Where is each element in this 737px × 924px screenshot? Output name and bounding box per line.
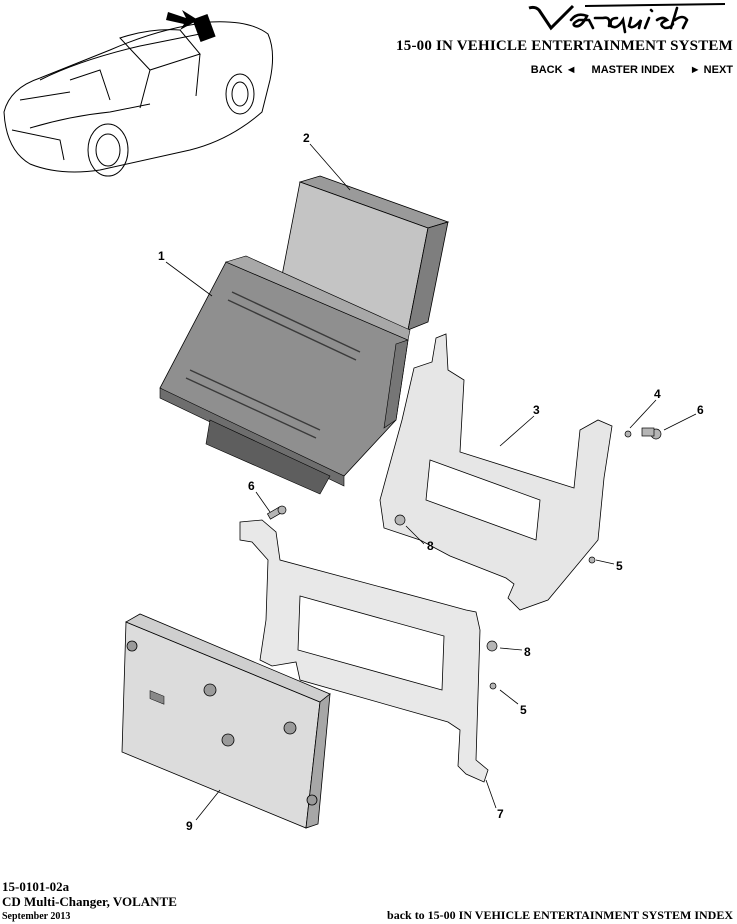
back-link[interactable]: BACK ◄ [530, 64, 577, 76]
callout-7: 7 [497, 807, 504, 821]
car-thumbnail [3, 21, 274, 177]
part-code: 15-0101-02a [2, 879, 70, 894]
middle-bracket [239, 519, 489, 783]
system-title: 15-00 IN VEHICLE ENTERTAINMENT SYSTEM [396, 38, 733, 54]
callout-5-lower: 5 [520, 703, 527, 717]
callout-8-upper: 8 [427, 539, 434, 553]
part-1-cd-changer-unit [159, 255, 411, 495]
callout-5-upper: 5 [616, 559, 623, 573]
fasteners [266, 427, 662, 690]
callout-1: 1 [158, 249, 165, 263]
next-link[interactable]: ► NEXT [689, 64, 733, 76]
part-3-upper-bracket [379, 333, 613, 611]
callout-3: 3 [533, 403, 540, 417]
back-to-index-link[interactable]: back to 15-00 IN VEHICLE ENTERTAINMENT S… [387, 908, 733, 922]
callout-6-right: 6 [697, 403, 704, 417]
part-9-module [121, 613, 331, 829]
leader-lines [165, 143, 697, 821]
master-index-link[interactable]: MASTER INDEX [591, 64, 675, 76]
callout-8-lower: 8 [524, 645, 531, 659]
part-name: CD Multi-Changer, VOLANTE [2, 894, 177, 909]
callout-6-left: 6 [248, 479, 255, 493]
vanquish-logo [528, 3, 726, 34]
exploded-parts-diagram: 1 2 3 4 6 5 6 8 8 5 7 9 [3, 10, 704, 833]
callout-4: 4 [654, 387, 661, 401]
callout-2: 2 [303, 131, 310, 145]
navigation-bar: BACK ◄ MASTER INDEX ► NEXT [519, 64, 733, 76]
publication-date: September 2013 [2, 911, 71, 922]
callout-9: 9 [186, 819, 193, 833]
location-arrow-icon [166, 10, 198, 30]
